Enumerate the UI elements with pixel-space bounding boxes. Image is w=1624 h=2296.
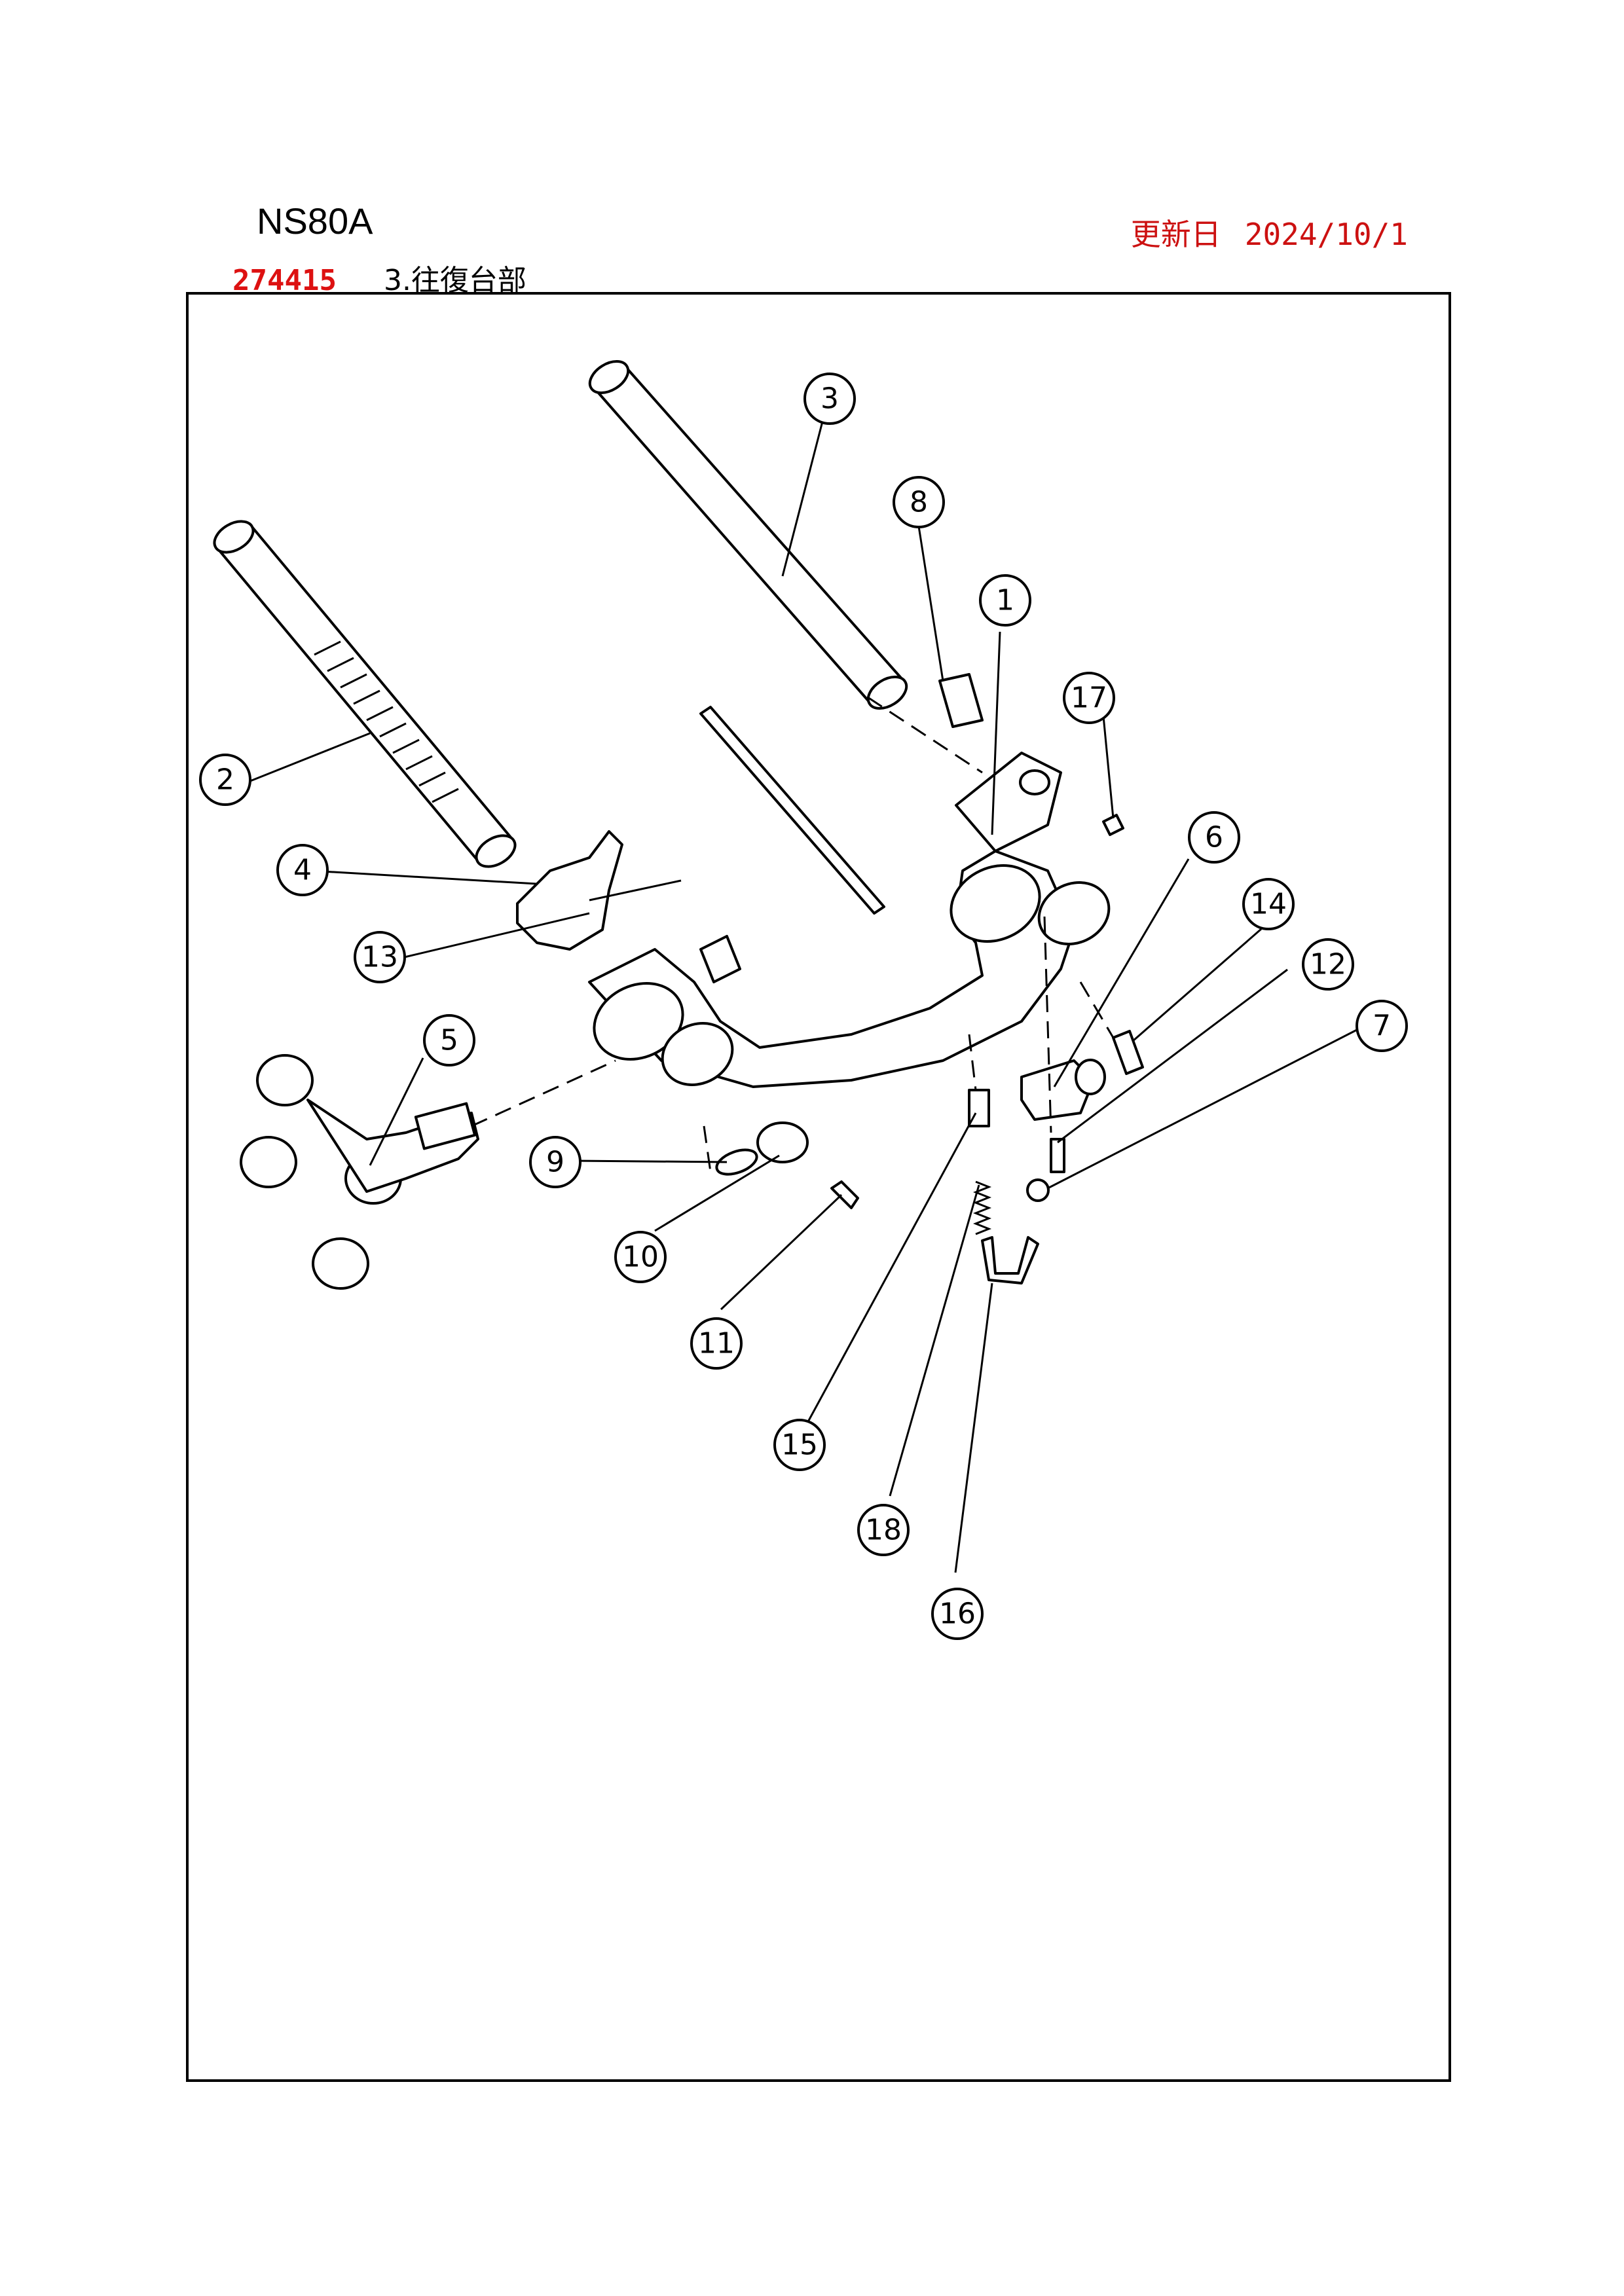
bolt-12-drawing bbox=[1050, 1138, 1065, 1173]
callout-circle bbox=[1242, 878, 1295, 930]
callout-label: 15 bbox=[781, 1429, 818, 1462]
callout-circle bbox=[1356, 1000, 1408, 1052]
callout-label: 16 bbox=[939, 1597, 976, 1631]
callout-label: 8 bbox=[910, 486, 928, 519]
callout-circle bbox=[1188, 811, 1240, 864]
callout-label: 14 bbox=[1250, 888, 1287, 921]
callout-circle bbox=[803, 373, 856, 425]
rod-3-drawing bbox=[588, 360, 908, 710]
callout-circle bbox=[979, 574, 1031, 627]
star-knob-5-drawing bbox=[240, 1054, 616, 1290]
screw-11-drawing bbox=[830, 1180, 859, 1209]
callout-8: 8 bbox=[893, 476, 945, 528]
updated-info: 更新日 2024/10/1 bbox=[1131, 211, 1408, 254]
callout-circle bbox=[614, 1231, 667, 1283]
pin-14-drawing bbox=[1112, 1030, 1144, 1075]
callout-circle bbox=[199, 754, 251, 806]
callout-6: 6 bbox=[1188, 811, 1240, 864]
callout-label: 1 bbox=[996, 584, 1014, 617]
section-header: 274415 3.往復台部 bbox=[232, 257, 526, 299]
callout-circle bbox=[690, 1317, 743, 1370]
clamp-4-drawing bbox=[516, 830, 623, 951]
callout-label: 3 bbox=[821, 382, 839, 416]
rod-2-drawing bbox=[213, 520, 517, 868]
callout-15: 15 bbox=[773, 1419, 826, 1471]
updated-date: 2024/10/1 bbox=[1244, 217, 1408, 252]
thin-rod-drawing bbox=[699, 706, 885, 915]
callout-4: 4 bbox=[276, 844, 329, 896]
u-bolt-16-drawing bbox=[981, 1236, 1039, 1285]
diagram-frame bbox=[186, 292, 1451, 2082]
model-name: NS80A bbox=[257, 200, 373, 242]
callout-7: 7 bbox=[1356, 1000, 1408, 1052]
part-code: 274415 bbox=[232, 264, 337, 297]
callout-circle bbox=[423, 1014, 475, 1066]
callout-label: 9 bbox=[546, 1146, 564, 1179]
callout-circle bbox=[276, 844, 329, 896]
callout-circle bbox=[1302, 938, 1354, 991]
callout-12: 12 bbox=[1302, 938, 1354, 991]
callout-circle bbox=[931, 1588, 984, 1640]
callout-17: 17 bbox=[1063, 672, 1115, 724]
callout-5: 5 bbox=[423, 1014, 475, 1066]
callout-label: 4 bbox=[293, 854, 312, 887]
pin-8-drawing bbox=[938, 673, 984, 728]
callout-16: 16 bbox=[931, 1588, 984, 1640]
nut-7-drawing bbox=[1026, 1178, 1050, 1202]
callout-13: 13 bbox=[354, 931, 406, 983]
callout-circle bbox=[1063, 672, 1115, 724]
callout-1: 1 bbox=[979, 574, 1031, 627]
callout-label: 12 bbox=[1310, 948, 1346, 981]
updated-label: 更新日 bbox=[1130, 217, 1221, 252]
callout-circle bbox=[773, 1419, 826, 1471]
callout-3: 3 bbox=[803, 373, 856, 425]
carriage-body-drawing bbox=[588, 752, 1111, 1088]
spring-18-drawing bbox=[972, 1180, 992, 1235]
callout-14: 14 bbox=[1242, 878, 1295, 930]
callout-9: 9 bbox=[529, 1136, 581, 1188]
callout-label: 10 bbox=[622, 1241, 659, 1274]
callout-18: 18 bbox=[857, 1504, 910, 1556]
callout-label: 13 bbox=[361, 941, 398, 974]
callout-label: 7 bbox=[1373, 1010, 1391, 1043]
callout-circle bbox=[857, 1504, 910, 1556]
callout-label: 5 bbox=[440, 1024, 458, 1057]
callout-circle bbox=[529, 1136, 581, 1188]
callout-label: 18 bbox=[865, 1514, 902, 1547]
collar-10-drawing bbox=[756, 1121, 809, 1163]
callout-label: 17 bbox=[1071, 682, 1107, 715]
callout-circle bbox=[893, 476, 945, 528]
callout-label: 2 bbox=[216, 763, 234, 797]
leader-lines bbox=[249, 418, 1360, 1573]
callout-label: 11 bbox=[698, 1327, 735, 1360]
callout-label: 6 bbox=[1205, 821, 1223, 854]
callout-11: 11 bbox=[690, 1317, 743, 1370]
callout-2: 2 bbox=[199, 754, 251, 806]
callout-circle bbox=[354, 931, 406, 983]
washer-9-drawing bbox=[715, 1148, 758, 1176]
callout-10: 10 bbox=[614, 1231, 667, 1283]
section-title: 3.往復台部 bbox=[383, 264, 526, 297]
